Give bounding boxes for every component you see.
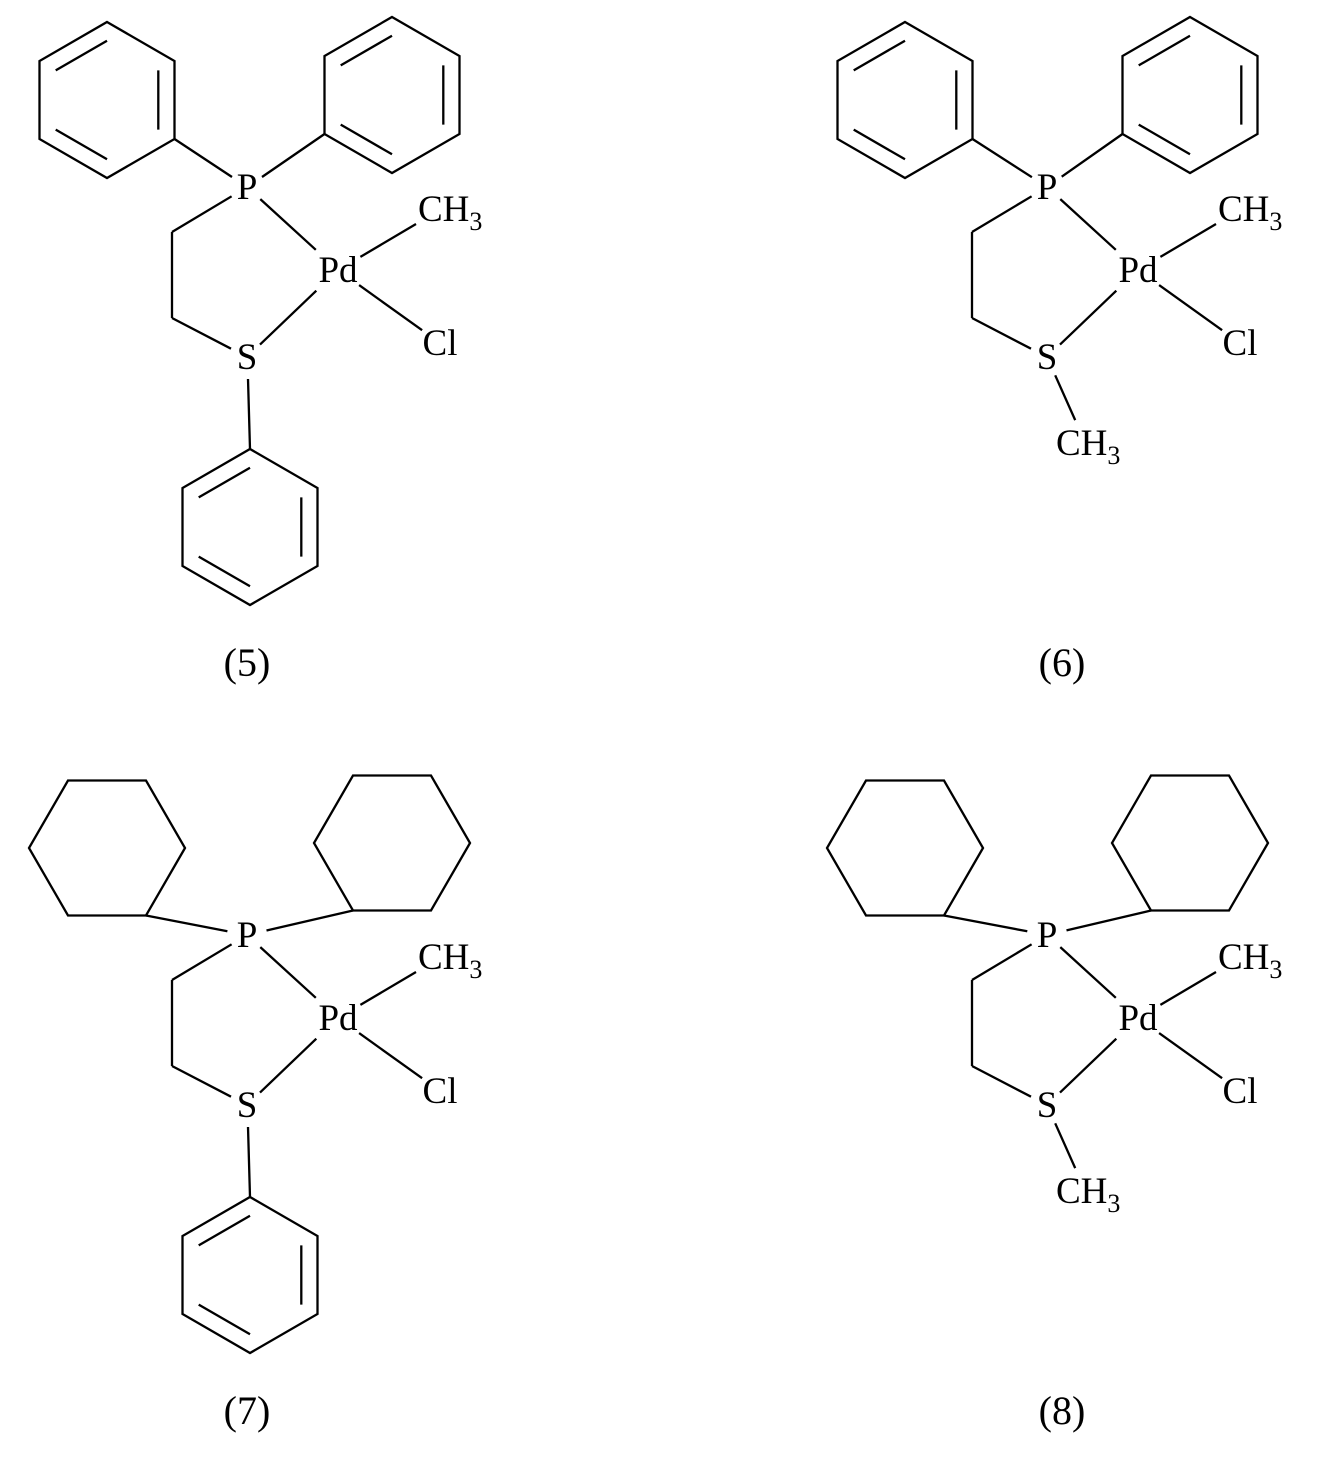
- methyl-subscript: 3: [1107, 441, 1120, 470]
- methyl-ch: CH: [418, 937, 469, 978]
- chloride-label: Cl: [1223, 1071, 1258, 1112]
- sulfur-label: S: [1037, 337, 1058, 378]
- palladium-label: Pd: [1118, 250, 1158, 291]
- bond-lines: [970, 133, 1223, 421]
- pd-methyl-label: CH3: [1218, 937, 1282, 984]
- cyclohexyl-ring-right: [312, 774, 472, 912]
- methyl-subscript: 3: [1107, 1189, 1120, 1218]
- palladium-label: Pd: [1118, 998, 1158, 1039]
- structure-8: P Pd S Cl CH3 CH3 (8): [825, 774, 1282, 1433]
- chloride-label: Cl: [423, 1071, 458, 1112]
- aromatic-double-bonds-left: [55, 39, 160, 161]
- methyl-subscript: 3: [469, 955, 482, 984]
- chloride-label: Cl: [423, 323, 458, 364]
- caption-8: (8): [1039, 1388, 1086, 1433]
- phosphorus-label: P: [1037, 915, 1058, 956]
- bond-lines: [943, 909, 1223, 1169]
- methyl-ch: CH: [1056, 1171, 1107, 1212]
- phenyl-ring-bottom: [181, 447, 319, 607]
- methyl-ch: CH: [1218, 937, 1269, 978]
- bond-lines: [170, 133, 423, 450]
- aromatic-double-bonds-left: [853, 39, 958, 161]
- pd-methyl-label: CH3: [1218, 189, 1282, 236]
- cyclohexyl-ring-left: [825, 779, 985, 917]
- structure-5: P Pd S Cl CH3 (5): [38, 15, 482, 685]
- caption-7: (7): [224, 1388, 271, 1433]
- phosphorus-label: P: [237, 167, 258, 208]
- bond-lines: [145, 909, 423, 1198]
- structure-7: P Pd S Cl CH3 (7): [27, 774, 482, 1433]
- phenyl-ring-left: [836, 20, 974, 180]
- aromatic-double-bonds-bottom: [198, 1214, 303, 1336]
- caption-6: (6): [1039, 640, 1086, 685]
- cyclohexyl-ring-right: [1110, 774, 1270, 912]
- structure-6: P Pd S Cl CH3 CH3 (6): [836, 15, 1282, 685]
- sulfur-label: S: [1037, 1085, 1058, 1126]
- chloride-label: Cl: [1223, 323, 1258, 364]
- methyl-ch: CH: [1218, 189, 1269, 230]
- phenyl-ring-left: [38, 20, 176, 180]
- methyl-label: CH3: [418, 937, 482, 984]
- methyl-label: CH3: [418, 189, 482, 236]
- phosphorus-label: P: [1037, 167, 1058, 208]
- aromatic-double-bonds-right: [1138, 34, 1243, 156]
- palladium-label: Pd: [318, 998, 358, 1039]
- s-methyl-label: CH3: [1056, 423, 1120, 470]
- cyclohexyl-ring-left: [27, 779, 187, 917]
- phenyl-ring-right: [1121, 15, 1259, 175]
- palladium-label: Pd: [318, 250, 358, 291]
- aromatic-double-bonds-right: [340, 34, 445, 156]
- methyl-subscript: 3: [1269, 207, 1282, 236]
- phosphorus-label: P: [237, 915, 258, 956]
- methyl-ch: CH: [1056, 423, 1107, 464]
- aromatic-double-bonds-bottom: [198, 466, 303, 588]
- sulfur-label: S: [237, 1085, 258, 1126]
- methyl-subscript: 3: [1269, 955, 1282, 984]
- s-methyl-label: CH3: [1056, 1171, 1120, 1218]
- methyl-subscript: 3: [469, 207, 482, 236]
- phenyl-ring-right: [323, 15, 461, 175]
- methyl-ch: CH: [418, 189, 469, 230]
- caption-5: (5): [224, 640, 271, 685]
- sulfur-label: S: [237, 337, 258, 378]
- phenyl-ring-bottom: [181, 1195, 319, 1355]
